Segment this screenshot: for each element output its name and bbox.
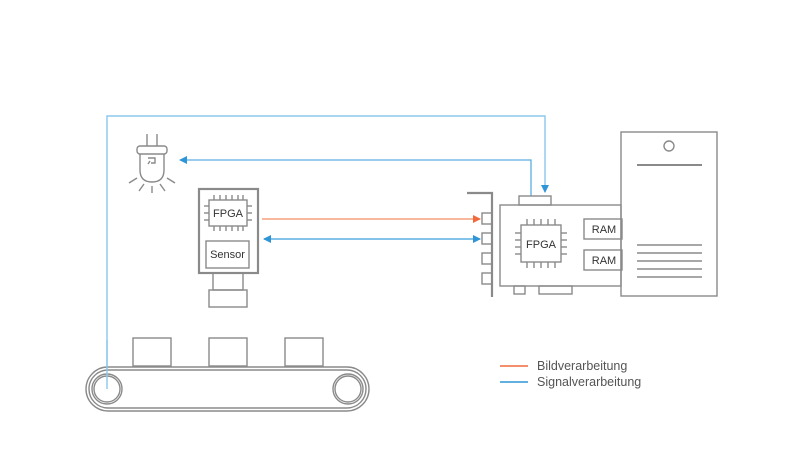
legend: Bildverarbeitung Signalverarbeitung bbox=[500, 359, 641, 389]
conveyor-belt-icon bbox=[85, 337, 370, 412]
ram-label-1: RAM bbox=[592, 224, 616, 236]
fpga-chip-icon bbox=[204, 195, 252, 231]
camera-fpga-label: FPGA bbox=[213, 208, 244, 220]
legend-label-image-processing: Bildverarbeitung bbox=[537, 359, 627, 373]
camera-icon: FPGA Sensor bbox=[197, 187, 260, 308]
pc-tower-icon bbox=[620, 131, 718, 297]
legend-label-signal-processing: Signalverarbeitung bbox=[537, 375, 641, 389]
signal-line-trigger bbox=[106, 115, 549, 370]
ram-module-1 bbox=[583, 218, 623, 240]
card-fpga-label: FPGA bbox=[526, 239, 557, 251]
package-box-1 bbox=[132, 337, 172, 367]
camera-sensor-label: Sensor bbox=[210, 249, 245, 261]
ram-label-2: RAM bbox=[592, 255, 616, 267]
package-box-3 bbox=[284, 337, 324, 367]
package-box-2 bbox=[208, 337, 248, 367]
frame-grabber-card-icon: FPGA RAM RAM bbox=[467, 191, 623, 297]
light-bulb-icon bbox=[128, 134, 176, 193]
ram-module-2 bbox=[583, 249, 623, 271]
signal-line-light bbox=[179, 156, 532, 196]
card-fpga-chip-icon bbox=[515, 219, 567, 268]
